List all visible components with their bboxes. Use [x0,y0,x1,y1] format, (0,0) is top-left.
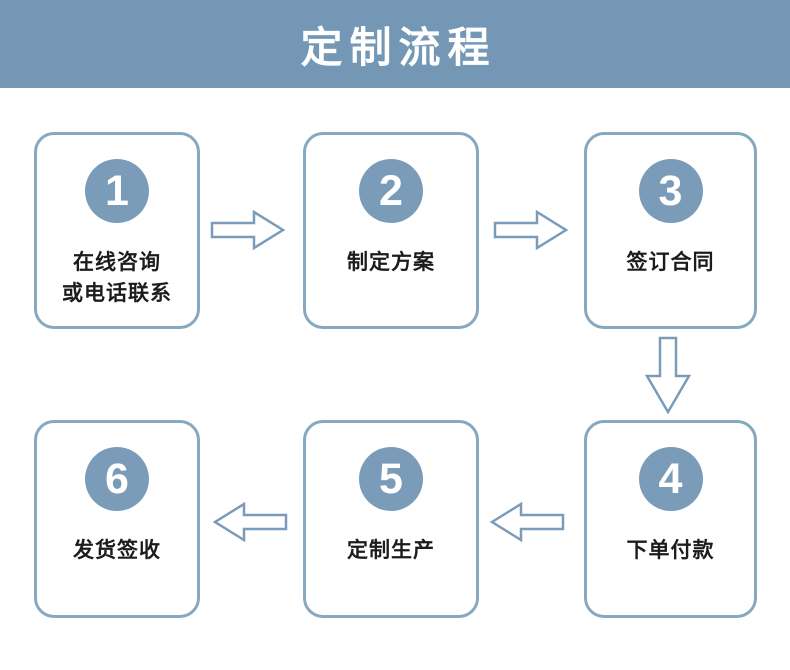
step-4-number-badge: 4 [638,447,703,511]
arrow-left-icon-step4-step5 [489,501,565,543]
step-3-label: 签订合同 [587,247,754,278]
step-5-number: 5 [379,454,403,503]
page-title: 定制流程 [300,23,497,71]
flow-step-2: 2 制定方案 [303,132,479,329]
flow-step-5: 5 定制生产 [303,420,479,618]
flow-step-1: 1 在线咨询 或电话联系 [34,132,200,329]
step-4-label: 下单付款 [587,535,754,566]
step-3-label-line-1: 签订合同 [626,251,715,274]
arrow-right-icon-step2-step3 [493,209,569,251]
step-1-number-badge: 1 [85,159,149,223]
flow-step-6: 6 发货签收 [34,420,200,618]
step-2-label-line-1: 制定方案 [347,251,435,274]
step-2-number-badge: 2 [359,159,423,223]
step-5-number-badge: 5 [359,447,423,511]
step-6-number: 6 [105,454,129,503]
step-4-label-line-1: 下单付款 [626,539,715,562]
step-6-number-badge: 6 [85,447,149,511]
arrow-right-icon-step1-step2 [210,209,286,251]
arrow-left-icon-step5-step6 [212,501,288,543]
step-1-label-line-1: 在线咨询 [73,251,161,274]
step-4-number: 4 [658,454,683,503]
flow-step-3: 3 签订合同 [584,132,757,329]
step-1-label-line-2: 或电话联系 [62,282,172,305]
step-2-number: 2 [379,166,403,215]
step-5-label: 定制生产 [306,535,476,566]
arrow-down-icon-step3-step4 [645,336,691,415]
step-6-label: 发货签收 [37,535,197,566]
flow-step-4: 4 下单付款 [584,420,757,618]
header-banner: 定制流程 [0,0,790,88]
step-5-label-line-1: 定制生产 [347,539,435,562]
step-3-number-badge: 3 [638,159,703,223]
step-1-number: 1 [105,166,129,215]
step-2-label: 制定方案 [306,247,476,278]
step-1-label: 在线咨询 或电话联系 [37,247,197,309]
step-3-number: 3 [658,166,683,215]
step-6-label-line-1: 发货签收 [73,539,161,562]
